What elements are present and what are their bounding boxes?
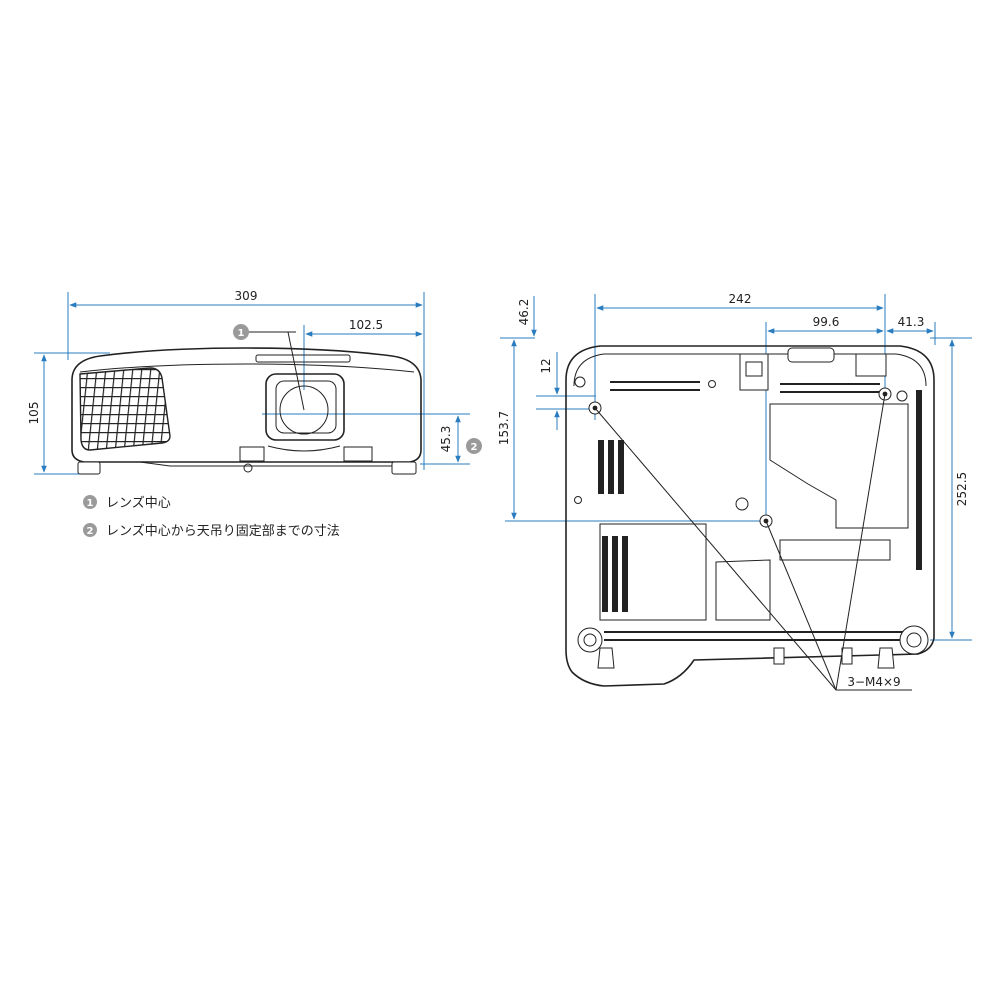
mount-mid-dim-label: 99.6 xyxy=(813,315,840,329)
connector-right xyxy=(855,353,887,377)
screw-leader-left xyxy=(594,407,837,691)
top-slot xyxy=(255,354,351,363)
foot-tab-right xyxy=(877,647,895,669)
callout-1-leader-b xyxy=(287,331,305,411)
front-view: 309 102.5 105 45.3 1 2 xyxy=(27,289,482,475)
depth-total-dim-label: 252.5 xyxy=(955,472,969,506)
lens-bay xyxy=(715,559,771,621)
foot-tab-mid xyxy=(773,647,785,665)
legend-2-badge xyxy=(83,523,97,537)
terminal-block xyxy=(739,353,769,391)
legend-2-number: 2 xyxy=(87,526,94,537)
callout-1-number: 1 xyxy=(238,328,245,339)
rail-right xyxy=(779,539,891,561)
intake-grill xyxy=(79,367,171,451)
foot-tab-left xyxy=(597,647,615,669)
screw-top-left xyxy=(574,376,586,388)
screw-spec-label: 3−M4×9 xyxy=(847,675,900,689)
foot-rear-left xyxy=(577,627,603,653)
filter-cover xyxy=(599,523,707,621)
base-edge xyxy=(139,461,400,467)
screw-leader-center xyxy=(765,520,837,691)
depth-mount-dim-label: 153.7 xyxy=(497,411,511,445)
screw-top-right xyxy=(896,390,908,402)
callout-1-badge xyxy=(233,324,249,340)
screw-mid xyxy=(708,380,716,388)
lens-offset-dim-label: 102.5 xyxy=(349,318,383,332)
vent-slots-right xyxy=(916,390,922,570)
vent-grid-left xyxy=(598,440,628,612)
legend-1-number: 1 xyxy=(87,498,94,509)
connector-top xyxy=(787,347,835,363)
foot-adjust-button xyxy=(239,446,265,462)
lens-inner xyxy=(275,380,337,434)
terminal-port xyxy=(745,361,763,377)
screw-leader-right xyxy=(835,393,886,691)
front-sensor xyxy=(343,446,373,462)
center-foot xyxy=(243,463,253,473)
vent-slots-top xyxy=(610,381,880,393)
mount-span-dim-label: 242 xyxy=(729,292,752,306)
foot-left xyxy=(77,461,101,475)
vent-slots-bottom xyxy=(604,631,920,641)
lamp-cover xyxy=(769,403,909,529)
lock-hole xyxy=(735,497,749,511)
callout-2-badge xyxy=(466,438,482,454)
right-offset-dim-label: 41.3 xyxy=(898,315,925,329)
legend-2-text: レンズ中心から天吊り固定部までの寸法 xyxy=(106,523,340,539)
foot-tab-mid-2 xyxy=(841,647,853,665)
lens-to-mount-dim-label: 45.3 xyxy=(439,426,453,453)
foot-right xyxy=(391,461,417,475)
small-offset-dim-label: 12 xyxy=(539,358,553,373)
body-top-edge xyxy=(79,363,415,373)
callout-2-number: 2 xyxy=(471,442,478,453)
foot-rear-right-inner xyxy=(906,632,922,648)
foot-rear-right xyxy=(899,625,929,655)
bottom-view: 242 99.6 41.3 46.2 12 153.7 252.5 xyxy=(497,292,972,691)
legend-1-text: レンズ中心 xyxy=(106,495,171,511)
screw-left xyxy=(574,496,582,504)
lens-housing xyxy=(265,373,345,441)
legend: 1 レンズ中心 2 レンズ中心から天吊り固定部までの寸法 xyxy=(83,495,340,539)
legend-1-badge xyxy=(83,495,97,509)
lens-lip xyxy=(267,445,341,452)
top-offset-dim-label: 46.2 xyxy=(517,299,531,326)
foot-rear-left-inner xyxy=(583,633,597,647)
projector-bottom-body xyxy=(565,345,935,687)
height-dim-label: 105 xyxy=(27,402,41,425)
width-dim-label: 309 xyxy=(235,289,258,303)
lens-icon xyxy=(279,385,329,435)
